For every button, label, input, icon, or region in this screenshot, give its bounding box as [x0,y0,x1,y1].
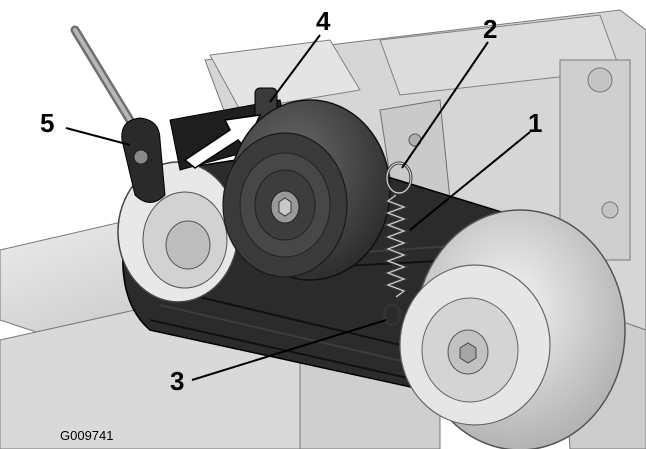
tension-spring [382,161,413,327]
leader-4 [269,34,321,103]
leader-2 [401,41,489,169]
leader-1 [409,131,531,231]
callout-5: 5 [40,108,54,138]
callout-1: 1 [528,108,542,138]
leader-3 [191,319,387,381]
callout-3: 3 [170,366,184,396]
drive-pulley [399,209,626,449]
callout-2: 2 [483,14,497,44]
leader-5 [65,127,131,146]
callout-leaders [65,34,531,381]
idler-pulley [222,99,391,281]
callout-4: 4 [316,6,331,36]
callout-labels: 1 2 3 4 5 [40,6,542,396]
figure-id: G009741 [60,428,114,443]
